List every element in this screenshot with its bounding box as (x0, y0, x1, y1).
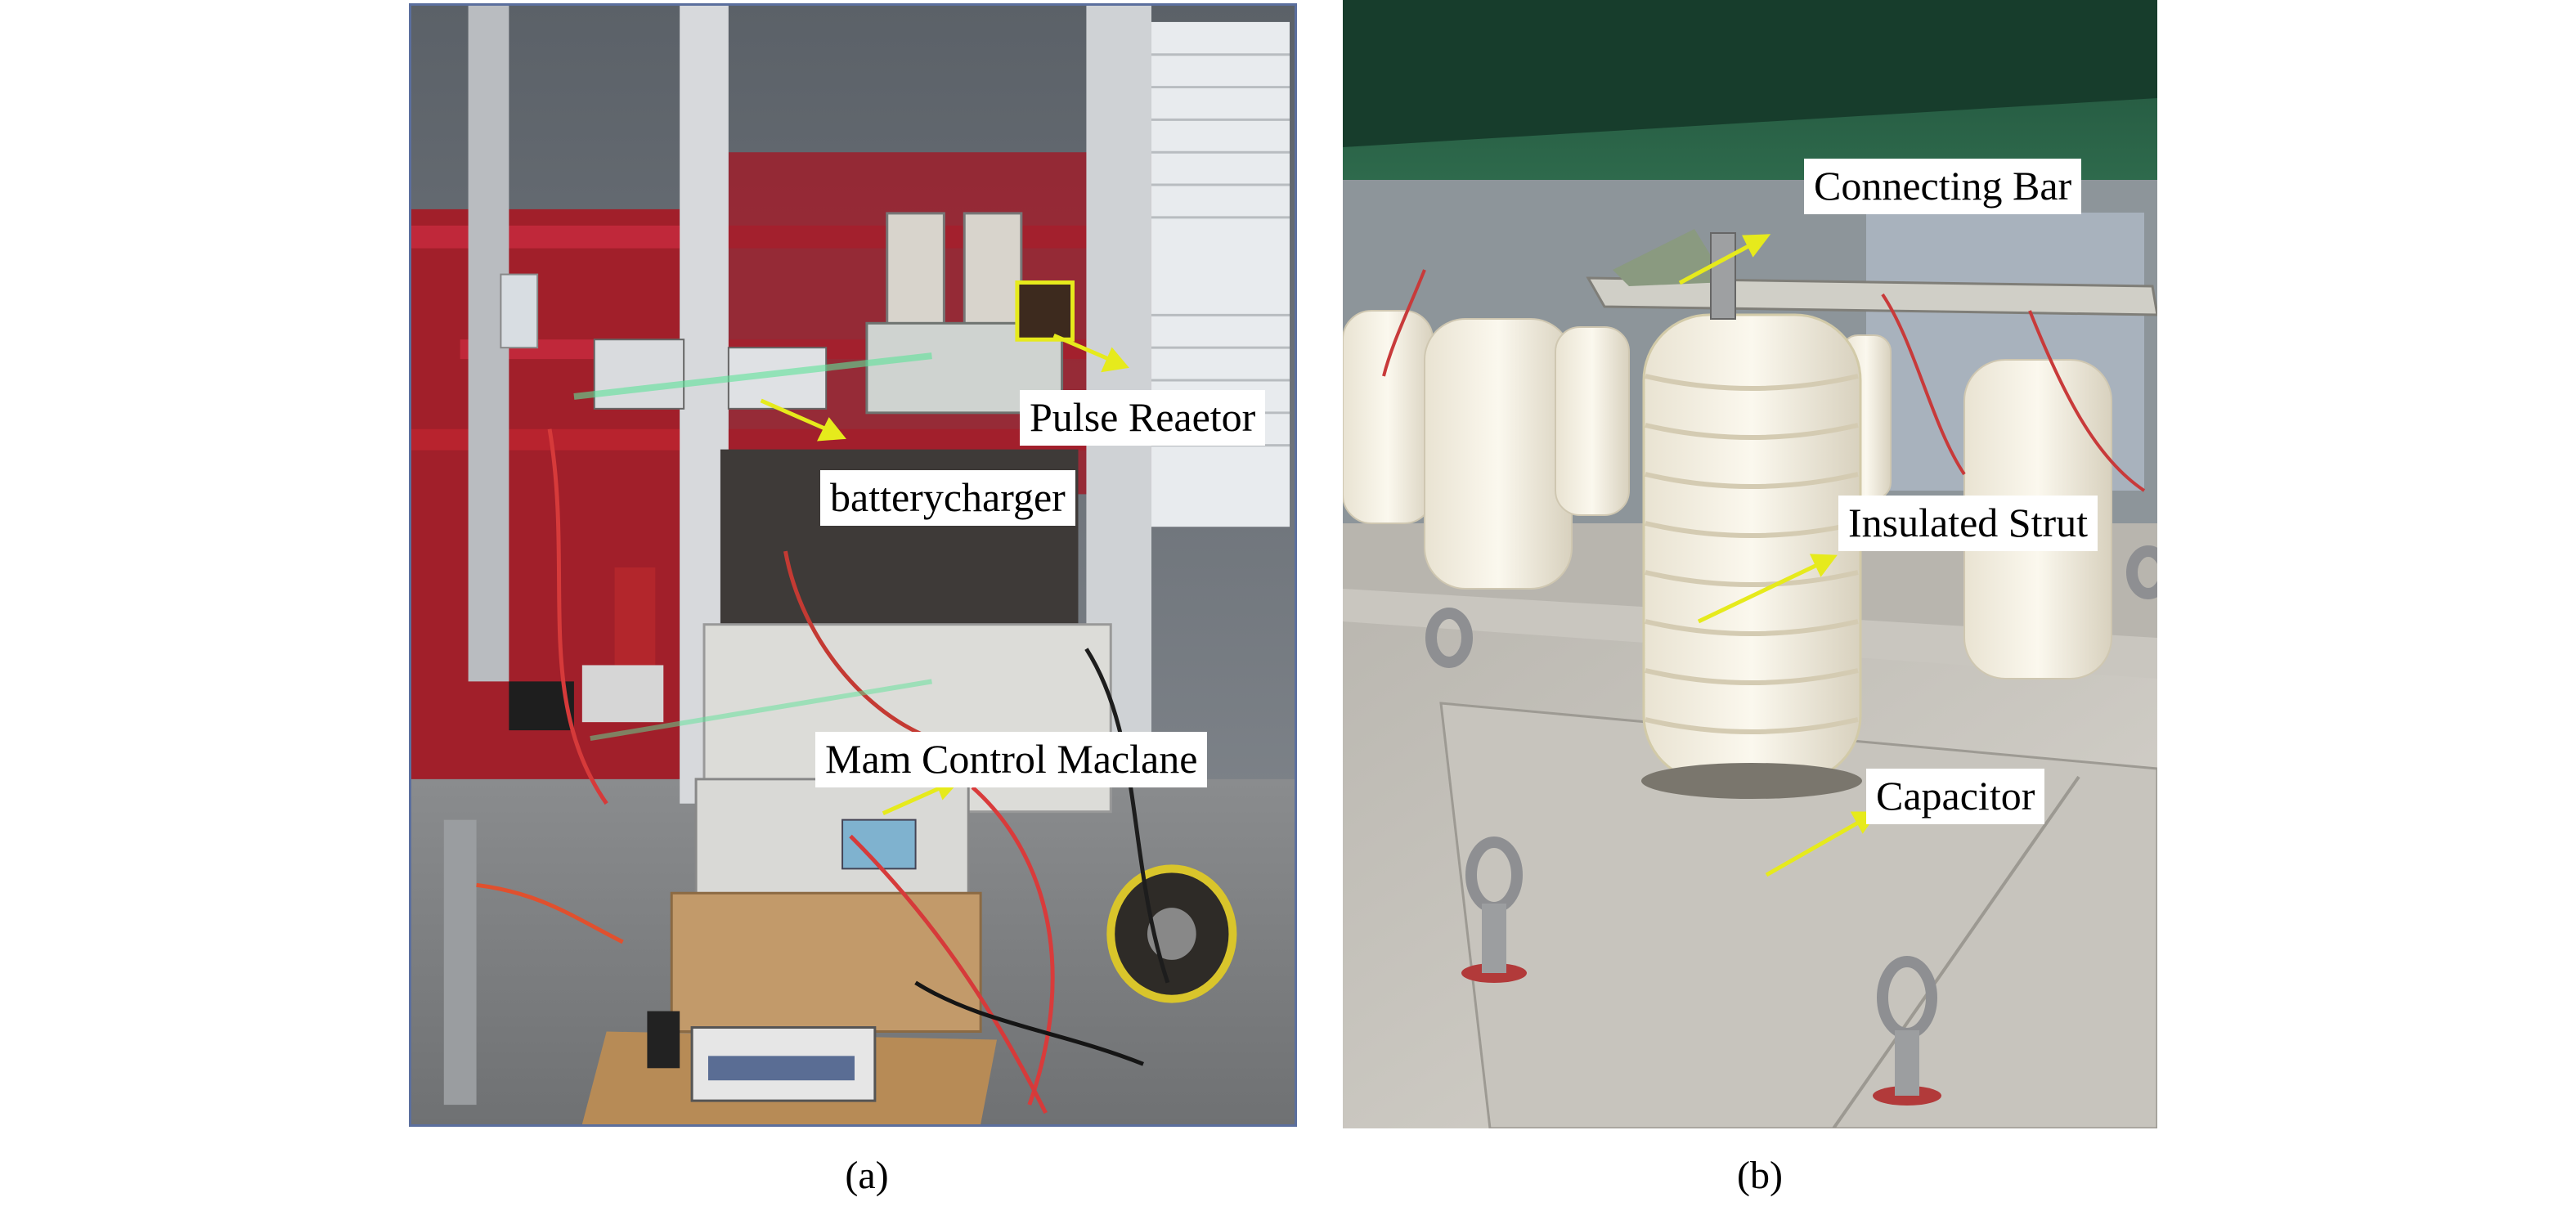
label-pulse-reactor: Pulse Reaetor (1020, 390, 1266, 446)
capacitor-photo-b (1343, 0, 2157, 1128)
label-battery-charger: batterycharger (820, 470, 1075, 526)
caption-panel-a: (a) (845, 1154, 889, 1197)
caption-panel-b: (b) (1737, 1154, 1783, 1197)
equipment-photo-a (411, 6, 1295, 1124)
label-main-control: Mam Control Maclane (815, 732, 1208, 787)
photo-panel-b: Connecting Bar Insulated Strut Capacitor (1343, 0, 2157, 1128)
label-insulated-strut: Insulated Strut (1838, 496, 2098, 551)
label-capacitor: Capacitor (1866, 769, 2045, 824)
label-connecting-bar: Connecting Bar (1804, 159, 2082, 214)
photo-panel-a: Pulse Reaetor batterycharger Mam Control… (409, 3, 1297, 1127)
